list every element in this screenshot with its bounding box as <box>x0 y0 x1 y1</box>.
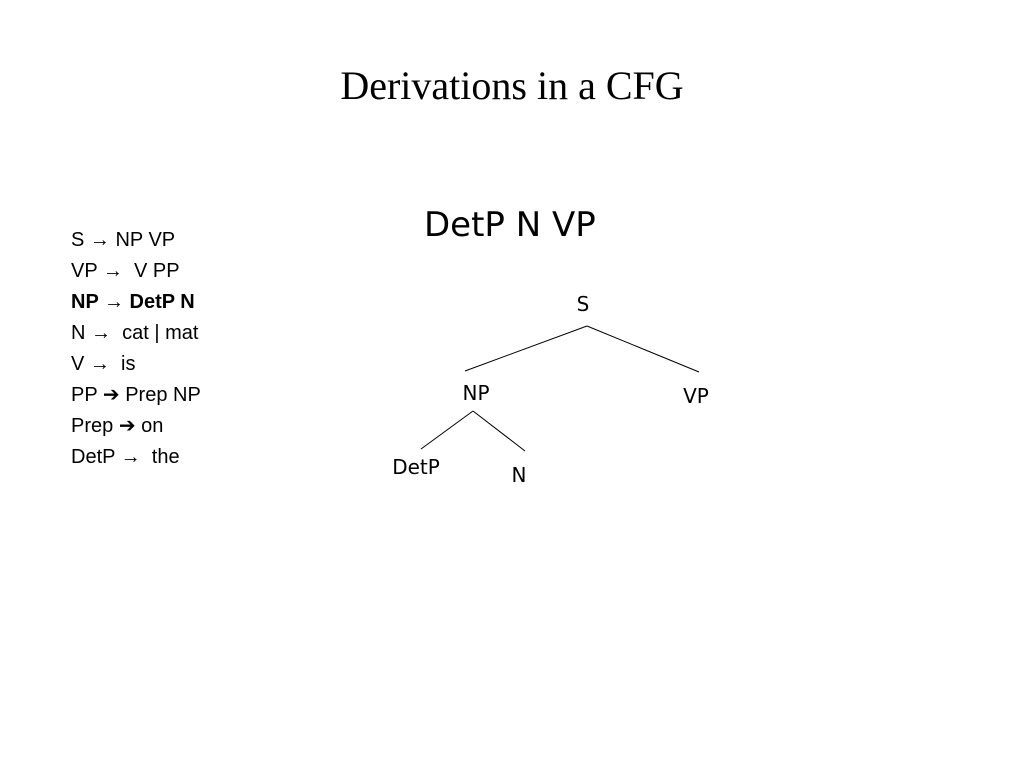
rule-lhs: S <box>71 229 85 251</box>
rule-rhs: DetP N <box>129 291 195 313</box>
rule-lhs: NP <box>71 291 99 313</box>
rule-rhs: is <box>115 353 136 375</box>
rule-rhs: V PP <box>128 260 180 282</box>
grammar-rule-prep: Prep ➔ on <box>71 411 201 442</box>
rule-rhs: the <box>146 446 180 468</box>
grammar-rule-np: NP → DetP N <box>71 287 201 318</box>
rule-arrow-icon: → <box>120 446 141 468</box>
grammar-rule-vp: VP → V PP <box>71 256 201 287</box>
rule-arrow-icon: → <box>89 229 110 251</box>
grammar-rule-v: V → is <box>71 349 201 380</box>
slide-title: Derivations in a CFG <box>340 63 684 108</box>
rule-lhs: Prep <box>71 415 114 437</box>
grammar-rule-s: S → NP VP <box>71 225 201 256</box>
rule-arrow-icon: → <box>89 353 110 375</box>
tree-node-s: S <box>577 292 590 316</box>
rule-rhs: Prep NP <box>125 384 201 406</box>
rule-arrow-icon: ➔ <box>102 384 120 406</box>
tree-node-detp: DetP <box>392 455 440 479</box>
rule-lhs: VP <box>71 260 98 282</box>
rule-lhs: DetP <box>71 446 116 468</box>
tree-node-vp: VP <box>683 384 709 408</box>
grammar-rule-n: N → cat | mat <box>71 318 201 349</box>
edge-s-np <box>464 325 588 372</box>
rule-rhs: NP VP <box>115 229 176 251</box>
edge-np-detp <box>420 410 474 450</box>
rule-lhs: PP <box>71 384 98 406</box>
rule-lhs: N <box>71 322 86 344</box>
grammar-rule-detp: DetP → the <box>71 442 201 473</box>
grammar-rule-pp: PP ➔ Prep NP <box>71 380 201 411</box>
derivation-string: DetP N VP <box>424 205 596 245</box>
rule-arrow-icon: → <box>102 260 123 282</box>
edge-np-n <box>472 410 526 452</box>
grammar-rules: S → NP VP VP → V PP NP → DetP N N → cat … <box>71 225 201 473</box>
rule-rhs: cat | mat <box>116 322 199 344</box>
rule-lhs: V <box>71 353 85 375</box>
rule-arrow-icon: → <box>103 291 124 313</box>
rule-arrow-icon: ➔ <box>118 415 136 437</box>
tree-node-np: NP <box>462 381 489 405</box>
rule-rhs: on <box>141 415 164 437</box>
tree-node-n: N <box>512 463 527 487</box>
edge-s-vp <box>586 325 700 373</box>
rule-arrow-icon: → <box>91 322 112 344</box>
